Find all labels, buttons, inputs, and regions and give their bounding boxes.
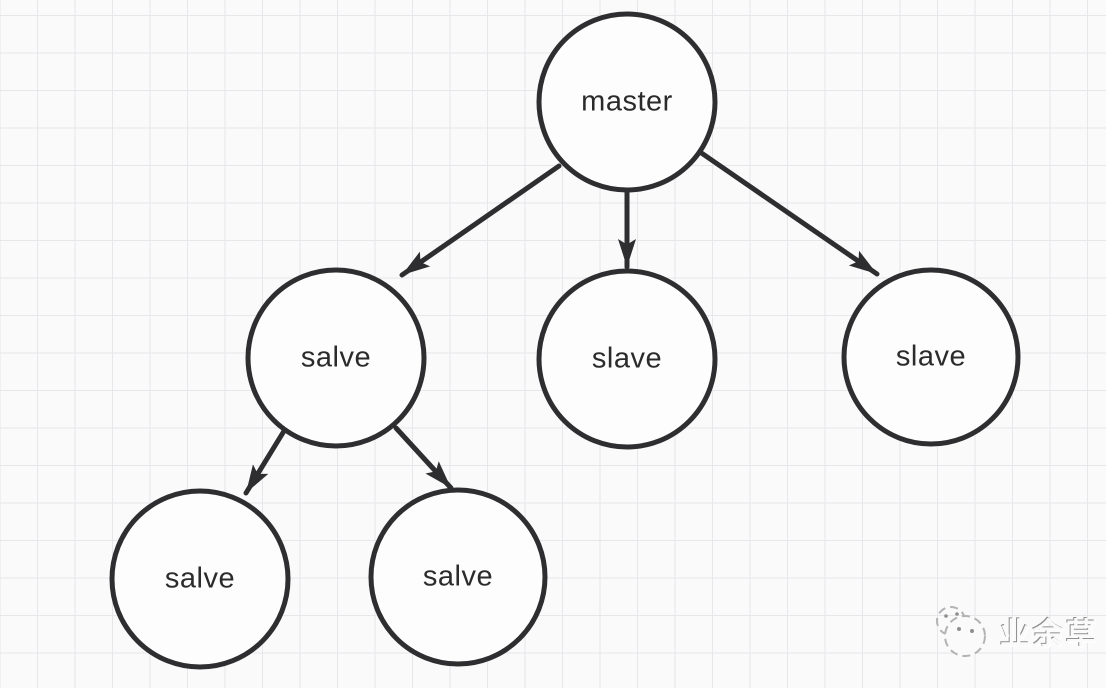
node-circle-slave-left [245,267,427,449]
node-label-slave-middle: slave [591,342,663,375]
node-label-slave-leaf-left: salve [164,562,236,595]
node-circle-slave-right [841,267,1021,447]
edge-master-to-slave-right [697,149,880,277]
watermark-text: 业余草 [1000,618,1099,651]
edge-master-to-slave-left [399,163,562,278]
node-circle-master [536,11,718,193]
node-circle-slave-leaf-right [368,487,548,667]
node-circle-slave-middle [536,268,718,450]
node-label-slave-left: salve [300,341,372,374]
edge-slave-left-to-leaf-right [393,425,454,491]
edge-slave-left-to-leaf-left [243,428,287,496]
watermark: 业余草 [928,600,1099,662]
node-circle-slave-leaf-left [109,488,291,670]
node-label-slave-right: slave [895,340,967,373]
node-label-slave-leaf-right: salve [422,560,494,593]
node-label-master: master [581,85,673,118]
watermark-faces-icon [936,606,986,657]
